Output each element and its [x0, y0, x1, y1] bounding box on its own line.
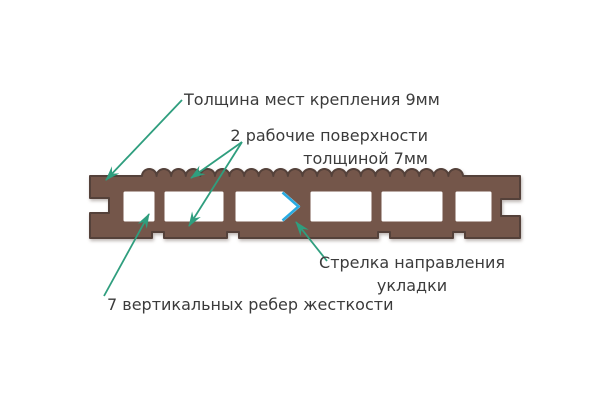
label-direction-arrow: Стрелка направления укладки	[312, 251, 512, 297]
label-working-surfaces: 2 рабочие поверхности толщиной 7мм	[230, 124, 428, 170]
arrow-fastening-thickness	[105, 99, 183, 181]
arrow-stiffening-rib	[103, 213, 150, 297]
direction-chevron-icon	[281, 191, 301, 222]
board-hole-4	[310, 191, 372, 222]
label-direction-arrow-line2: укладки	[376, 276, 448, 295]
label-fastening-thickness: Толщина мест крепления 9мм	[184, 90, 440, 109]
label-stiffening-ribs: 7 вертикальных ребер жесткости	[107, 295, 394, 314]
label-working-surfaces-line1: 2 рабочие поверхности	[230, 126, 428, 145]
board-hole-5	[381, 191, 443, 222]
label-direction-arrow-line1: Стрелка направления	[319, 253, 505, 272]
board-hole-6	[455, 191, 492, 222]
board-hole-2	[164, 191, 224, 222]
label-working-surfaces-line2: толщиной 7мм	[303, 149, 428, 168]
arrow-working-surface-bottom	[188, 141, 243, 227]
arrow-direction-pointer	[295, 221, 328, 262]
board-cross-section	[89, 167, 521, 239]
arrow-working-surface-top	[190, 141, 243, 179]
